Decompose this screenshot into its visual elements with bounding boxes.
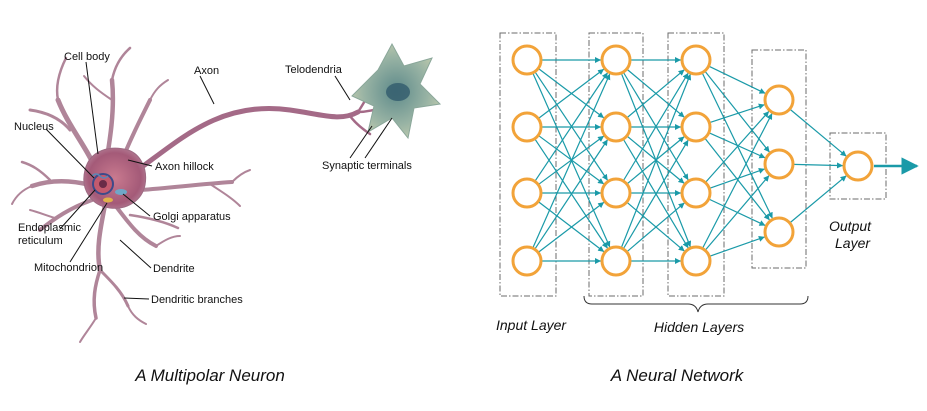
node-layer3-1	[763, 148, 795, 180]
node-layer0-1	[511, 111, 543, 143]
nodes	[511, 44, 874, 277]
golgi-shape	[115, 189, 127, 195]
node-layer3-0	[763, 84, 795, 116]
network-caption: A Neural Network	[610, 366, 745, 385]
node-layer2-0	[680, 44, 712, 76]
label-output-layer-2: Layer	[835, 235, 871, 251]
node-layer1-0	[600, 44, 632, 76]
node-layer1-2	[600, 177, 632, 209]
edge-l0-3-to-2	[537, 201, 605, 253]
node-layer2-2	[680, 177, 712, 209]
label-dendritic-branches: Dendritic branches	[151, 294, 243, 306]
edge-l1-3-to-1	[622, 139, 689, 250]
axon-shape	[132, 106, 361, 175]
mitochondrion-shape	[103, 197, 113, 203]
edge-l1-3-to-2	[626, 202, 685, 253]
label-endoplasmic: Endoplasmic	[18, 222, 81, 234]
label-hidden-layers: Hidden Layers	[654, 319, 744, 335]
label-reticulum: reticulum	[18, 235, 63, 247]
edge-l2-3-to-2	[709, 236, 765, 257]
edge-l0-3-to-1	[534, 139, 609, 250]
edge-l2-2-to-1	[709, 168, 765, 189]
node-layer0-3	[511, 245, 543, 277]
neuron-caption: A Multipolar Neuron	[134, 366, 285, 385]
reticulum-shape	[91, 173, 109, 179]
layer-box-hidden-3	[751, 49, 807, 269]
edge-l3-0-to-0	[789, 108, 847, 157]
label-cell-body: Cell body	[64, 51, 110, 63]
label-telodendria: Telodendria	[285, 64, 343, 76]
edge-l2-0-to-1	[704, 70, 771, 153]
hidden-layers-brace	[583, 295, 809, 313]
edge-l2-1-to-0	[709, 103, 765, 124]
edge-l0-3-to-0	[532, 73, 611, 249]
node-layer1-1	[600, 111, 632, 143]
edges	[532, 57, 847, 264]
dendrites	[11, 46, 251, 343]
node-layer2-1	[680, 111, 712, 143]
edge-l2-1-to-1	[708, 132, 766, 159]
edge-l1-3-to-0	[620, 73, 692, 249]
node-layer3-2	[763, 216, 795, 248]
layer-box-hidden-2	[667, 32, 725, 297]
edge-l1-1-to-0	[626, 69, 685, 119]
edge-l2-0-to-0	[708, 65, 766, 95]
label-golgi-apparatus: Golgi apparatus	[153, 211, 231, 223]
label-mitochondrion: Mitochondrion	[34, 262, 103, 274]
label-synaptic-terminals: Synaptic terminals	[322, 160, 412, 172]
node-layer1-3	[600, 245, 632, 277]
node-layer4-0	[842, 150, 874, 182]
label-output-layer-1: Output	[829, 218, 872, 234]
layer-box-input	[499, 32, 557, 297]
label-nucleus: Nucleus	[14, 121, 54, 133]
node-layer0-2	[511, 177, 543, 209]
nucleolus-shape	[99, 180, 107, 188]
edge-l3-2-to-0	[789, 175, 847, 224]
label-axon-hillock: Axon hillock	[155, 161, 214, 173]
cell-body-shape	[83, 147, 147, 209]
edge-l1-2-to-0	[622, 72, 689, 182]
node-layer0-0	[511, 44, 543, 76]
target-nucleus	[386, 83, 410, 101]
edge-l2-3-to-1	[704, 175, 770, 251]
neuron-illustration: Cell body Axon Telodendria Nucleus Axon …	[11, 42, 442, 385]
label-axon: Axon	[194, 65, 219, 77]
edge-l2-3-to-0	[701, 113, 773, 249]
node-layer2-3	[680, 245, 712, 277]
edge-l3-1-to-0	[792, 162, 844, 169]
leader-lines	[45, 61, 393, 300]
edge-l0-1-to-0	[537, 68, 605, 120]
edge-l0-2-to-0	[534, 72, 609, 182]
label-dendrite: Dendrite	[153, 263, 195, 275]
neural-network-diagram: Input Layer Hidden Layers Output Layer A…	[496, 32, 919, 385]
layer-box-hidden-1	[588, 32, 644, 297]
edge-l2-2-to-0	[704, 110, 770, 183]
label-input-layer: Input Layer	[496, 317, 567, 333]
